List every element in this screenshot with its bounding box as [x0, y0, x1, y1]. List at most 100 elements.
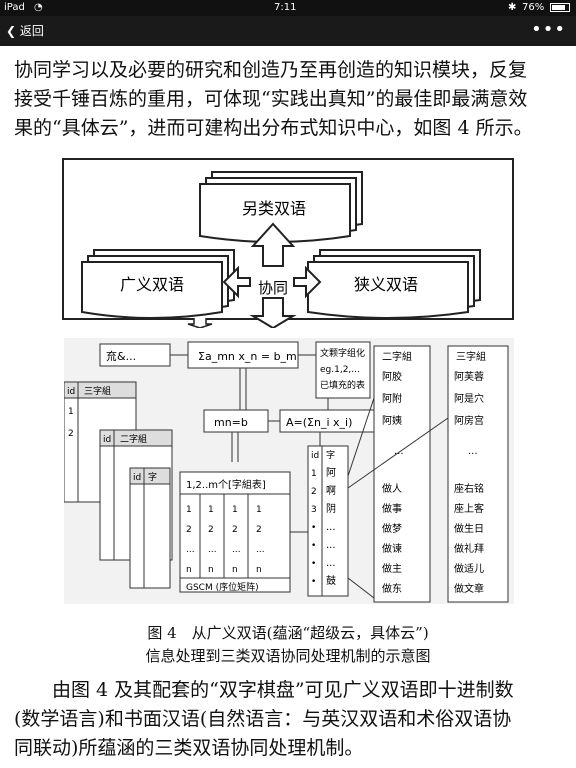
left-box: 广义双语 [81, 249, 235, 319]
id-cell: 1 [311, 469, 317, 479]
gscm-footer: GSCM (序位矩阵) [186, 581, 259, 593]
char-cell: 阿 [326, 467, 336, 479]
list-header: 二字組 [382, 350, 412, 363]
back-button[interactable]: ❮ 返回 [6, 22, 44, 39]
matrix-cell: ... [186, 545, 195, 555]
matrix-cell: 2 [208, 525, 214, 535]
matrix-cell: 2 [256, 525, 262, 535]
char-cell: 阴 [326, 503, 336, 515]
right-box: 狭义双语 [307, 249, 481, 319]
char-cell: 啊 [326, 485, 336, 497]
figure-top-diagram: 另类双语 广义双语 狭义双语 协同 [62, 158, 514, 328]
matrix-cell: n [232, 565, 238, 575]
char-cell: ... [326, 540, 336, 551]
id-cell: • [311, 541, 316, 551]
figure-bottom-diagram: 㐬&... Σa_mn x_n = b_m 文颗字组化 eg.1,2,... 已… [64, 338, 514, 604]
matrix-cell: 2 [232, 525, 238, 535]
paragraph-top: 协同学习以及必要的研究和创造乃至再创造的知识模块，反复 接受千锤百炼的重用，可体… [14, 56, 570, 143]
col-header: 二字組 [120, 433, 147, 445]
char-cell: ... [326, 522, 336, 533]
ellipsis: ... [394, 446, 404, 457]
list-header: 三字組 [456, 350, 486, 363]
A-equation: A=(Σn_i x_i) [286, 416, 352, 429]
col-header: id [67, 387, 75, 397]
note-line: 已填充的表 [320, 379, 365, 391]
word-cell: 做生日 [454, 522, 484, 535]
paragraph-line: 果的“具体云”，进而可建构出分布式知识中心，如图 4 所示。 [14, 117, 533, 139]
word-cell: 阿芙蓉 [454, 370, 484, 383]
bluetooth-icon: ✱ [508, 2, 517, 13]
wifi-icon: ◔ [34, 2, 43, 13]
sum-equation: Σa_mn x_n = b_m [198, 350, 297, 363]
center-label: 协同 [258, 279, 288, 297]
col-header: id [103, 435, 111, 445]
matrix-cell: 1 [256, 505, 262, 515]
battery-icon [550, 3, 570, 12]
word-cell: 阿是穴 [454, 392, 484, 405]
matrix-cell: 2 [186, 525, 192, 535]
word-cell: 做文章 [454, 582, 484, 595]
word-cell: 阿附 [382, 392, 402, 405]
chevron-left-icon: ❮ [6, 24, 17, 38]
paragraph-line: (数学语言)和书面汉语(自然语言：与英汉双语和术俗双语协 [14, 708, 512, 730]
caption-line: 图 4 从广义双语(蕴涵“超级云，具体云”) [147, 624, 429, 642]
word-cell: 做礼拜 [454, 542, 484, 555]
word-cell: 座右铭 [454, 482, 484, 495]
matrix-cell: n [186, 565, 192, 575]
mn-equation: mn=b [214, 416, 248, 429]
word-cell: 阿胶 [382, 370, 402, 383]
id-cell: • [311, 577, 316, 587]
back-label: 返回 [19, 24, 44, 38]
right-box-label: 狭义双语 [354, 275, 418, 294]
table-one-char: id 字 [129, 467, 171, 589]
more-button[interactable]: ••• [531, 19, 566, 40]
matrix-cell: 1 [186, 505, 192, 515]
col-header: id [311, 451, 319, 461]
matrix-cell: ... [256, 545, 265, 555]
matrix-cell: n [208, 565, 214, 575]
clock: 7:11 [274, 2, 297, 13]
paragraph-line: 同联动)所蕴涵的三类双语协同处理机制。 [14, 737, 364, 759]
paragraph-line: 协同学习以及必要的研究和创造乃至再创造的知识模块，反复 [14, 59, 528, 81]
word-cell: 做主 [382, 562, 402, 575]
col-header: 字 [326, 449, 335, 461]
battery-percent: 76% [522, 2, 545, 13]
device-label: iPad [4, 2, 25, 13]
row-id: 2 [68, 429, 74, 439]
char-cell: 鼓 [326, 574, 336, 587]
id-cell: • [311, 559, 316, 569]
ellipsis: ... [468, 446, 478, 457]
char-columns: id 字 123••••阿啊阴.........鼓 [307, 445, 349, 597]
word-cell: 做谏 [382, 542, 402, 555]
down-arrow-icon [187, 318, 213, 328]
matrix-cell: ... [232, 545, 241, 555]
top-box: 另类双语 [199, 171, 363, 243]
top-box-label: 另类双语 [242, 199, 306, 218]
word-cell: 座上客 [454, 502, 484, 515]
gscm-title: 1,2..m个[字組表] [186, 478, 266, 491]
paragraph-bottom: 由图 4 及其配套的“双字棋盘”可见广义双语即十进制数 (数学语言)和书面汉语(… [14, 676, 570, 763]
note-line: eg.1,2,... [320, 365, 360, 375]
row-id: 1 [68, 407, 74, 417]
id-cell: 2 [311, 487, 317, 497]
matrix-cell: ... [208, 545, 217, 555]
paragraph-line: 接受千锤百炼的重用，可体现“实践出真知”的最佳即最满意效 [14, 88, 528, 110]
id-cell: • [311, 523, 316, 533]
nav-bar: ❮ 返回 ••• [0, 16, 576, 46]
note-line: 文颗字组化 [320, 347, 365, 359]
cooperation-arrows [222, 222, 322, 328]
matrix-cell: n [256, 565, 262, 575]
left-box-label: 广义双语 [120, 275, 184, 294]
figure-caption: 图 4 从广义双语(蕴涵“超级云，具体云”) 信息处理到三类双语协同处理机制的示… [0, 622, 576, 668]
paragraph-line: 由图 4 及其配套的“双字棋盘”可见广义双语即十进制数 [14, 679, 514, 701]
col-header: id [133, 473, 141, 483]
matrix-cell: 1 [232, 505, 238, 515]
word-cell: 做东 [382, 582, 402, 595]
gscm-matrix: 1,2..m个[字組表] GSCM (序位矩阵) 1 1 1 1 2 2 2 2.......… [179, 471, 291, 593]
word-cell: 做适儿 [454, 562, 484, 575]
word-cell: 做人 [382, 482, 402, 495]
status-bar: iPad ◔ 7:11 ✱ 76% [0, 0, 576, 16]
id-cell: 3 [311, 505, 317, 515]
matrix-cell: 1 [208, 505, 214, 515]
